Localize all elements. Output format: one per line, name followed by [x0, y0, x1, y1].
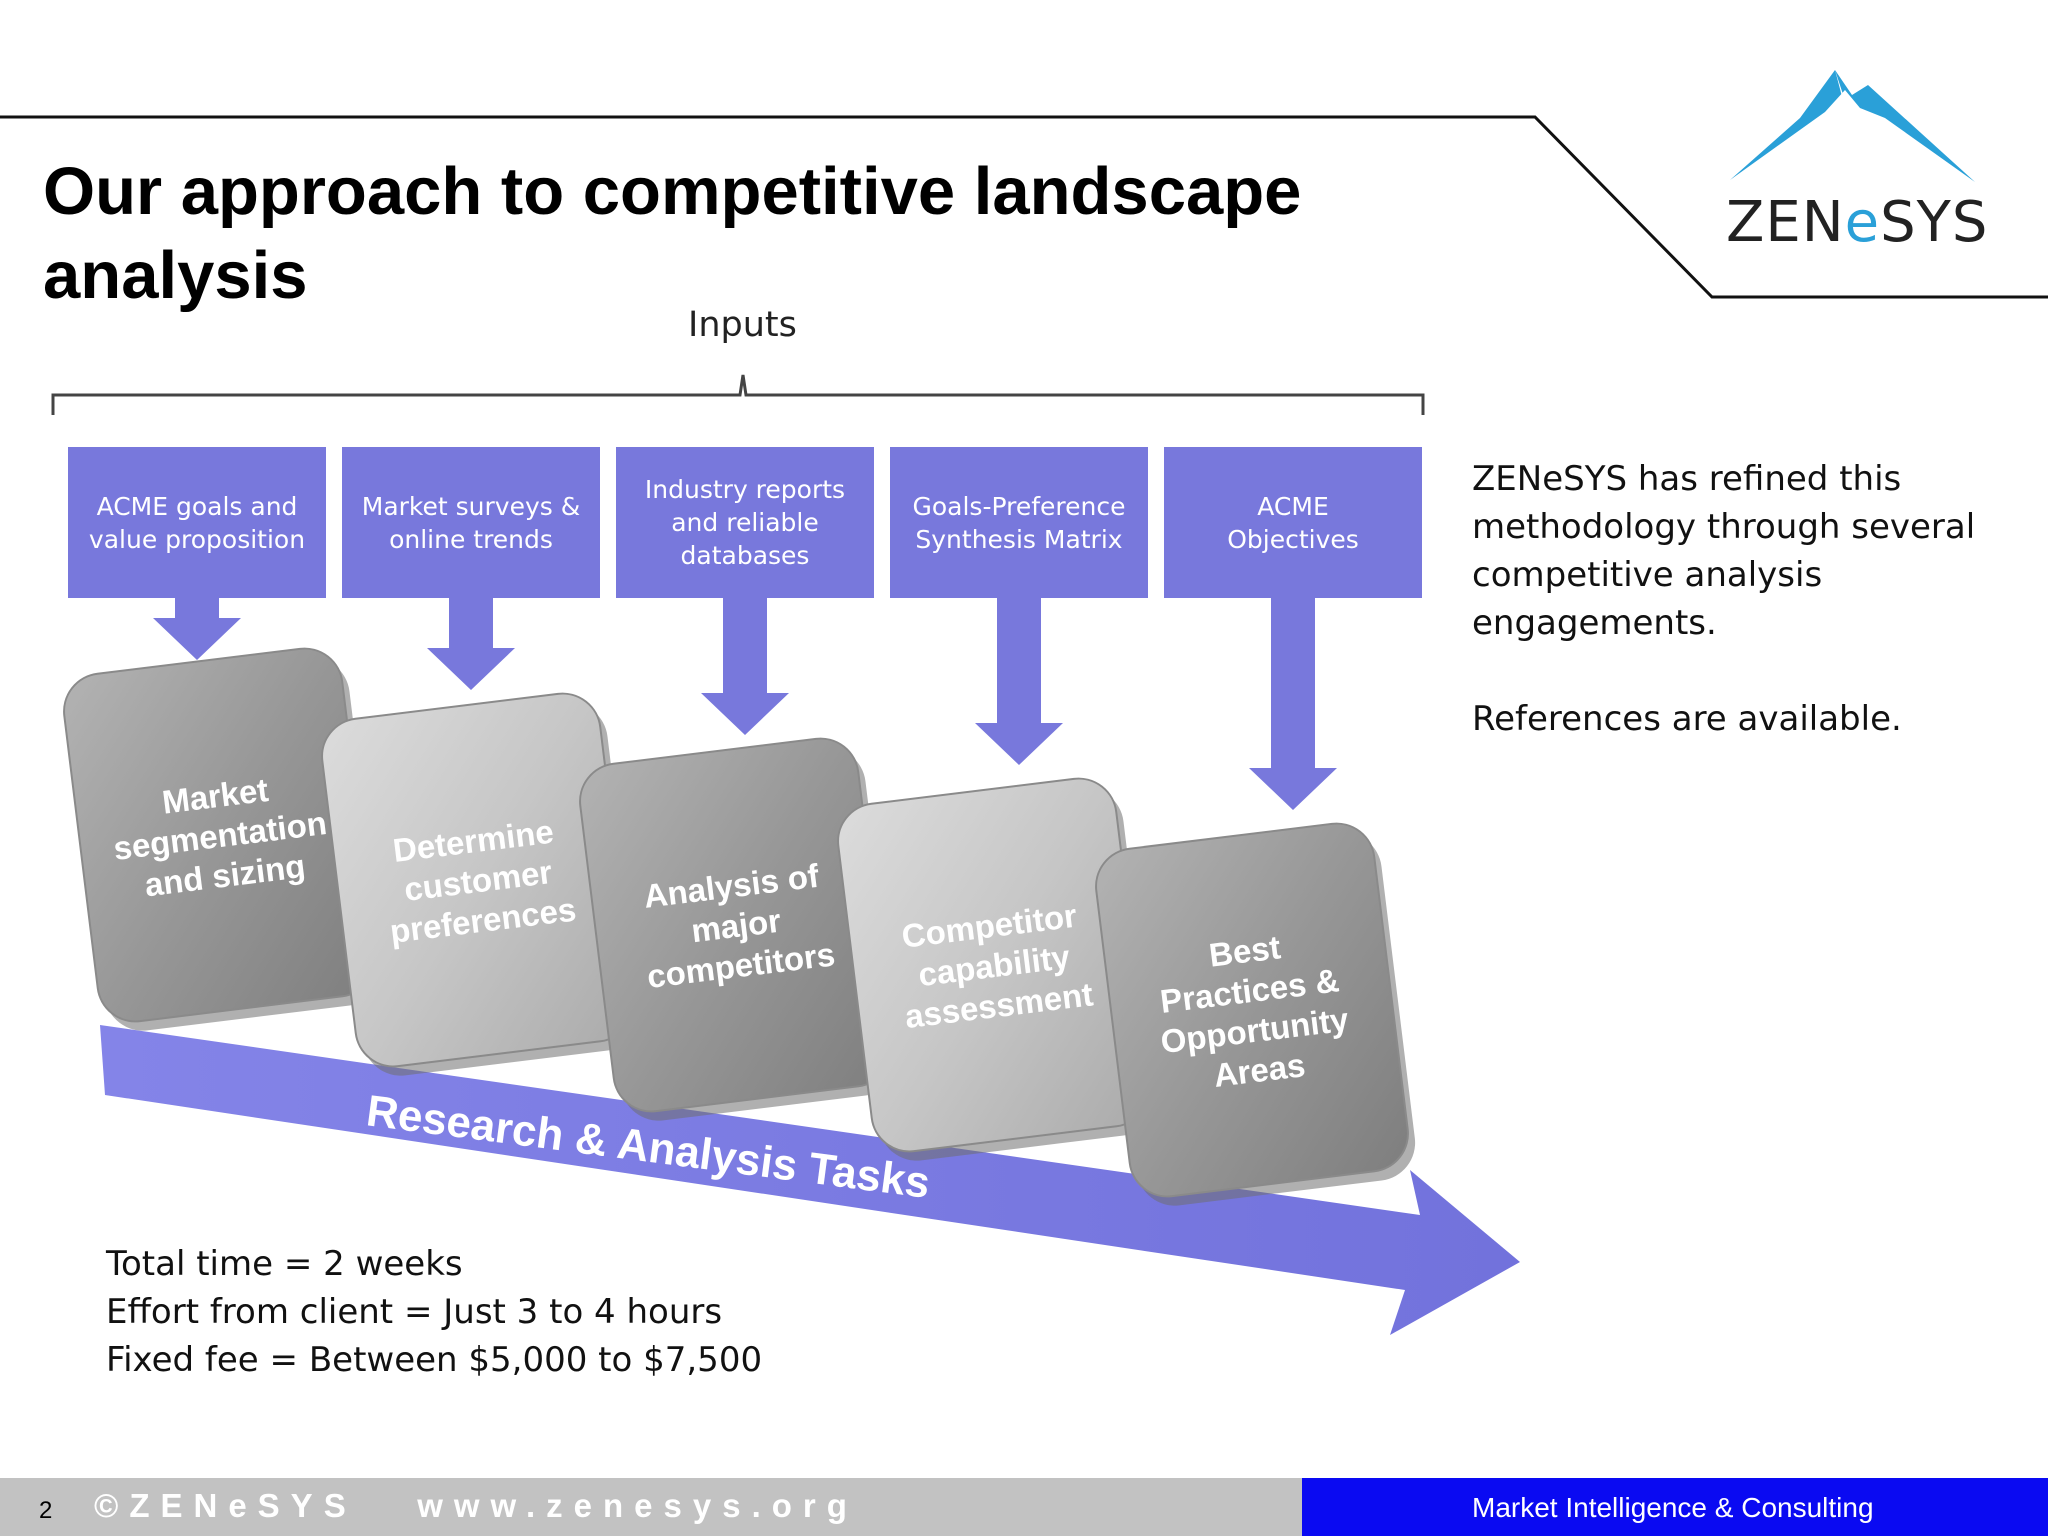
side-text: ZENeSYS has refined this methodology thr…: [1472, 455, 1992, 743]
research-arrow: [100, 1025, 1520, 1335]
logo-text-right: SYS: [1880, 190, 1989, 255]
logo-text-accent: e: [1844, 190, 1881, 255]
input-box-market-surveys: Market surveys & online trends: [342, 447, 600, 598]
summary-text: Total time = 2 weeks Effort from client …: [106, 1240, 762, 1384]
input-arrow-4: [975, 598, 1063, 765]
summary-client-effort: Effort from client = Just 3 to 4 hours: [106, 1292, 723, 1332]
input-box-goals-preference: Goals-Preference Synthesis Matrix: [890, 447, 1148, 598]
input-box-industry-reports: Industry reports and reliable databases: [616, 447, 874, 598]
summary-fixed-fee: Fixed fee = Between $5,000 to $7,500: [106, 1340, 763, 1380]
input-arrow-5: [1249, 598, 1337, 810]
footer-bar-right: [1302, 1478, 2048, 1536]
footer-copyright: ©ZENeSYS www.zenesys.org: [94, 1487, 858, 1524]
inputs-label: Inputs: [688, 305, 797, 345]
side-paragraph-references: References are available.: [1472, 699, 1902, 739]
logo-text-left: ZEN: [1726, 190, 1845, 255]
footer-bar-left: [0, 1478, 1302, 1536]
page-title: Our approach to competitive landscape an…: [43, 154, 1302, 313]
page-number: 2: [39, 1497, 53, 1524]
logo-mountain-icon: [1730, 70, 1975, 182]
summary-total-time: Total time = 2 weeks: [106, 1244, 463, 1284]
input-box-acme-goals: ACME goals and value proposition: [68, 447, 326, 598]
side-paragraph-methodology: ZENeSYS has refined this methodology thr…: [1472, 459, 1976, 643]
footer-tagline: Market Intelligence & Consulting: [1472, 1492, 1874, 1523]
task-tile-label: Best: [1207, 928, 1283, 973]
input-arrow-2: [427, 598, 515, 690]
input-arrow-3: [701, 598, 789, 735]
input-box-acme-objectives: ACME Objectives: [1164, 447, 1422, 598]
inputs-bracket: [51, 374, 1425, 415]
input-arrow-1: [153, 598, 241, 660]
header-rule: [0, 115, 2048, 299]
logo: ZENeSYS: [1726, 190, 1988, 255]
